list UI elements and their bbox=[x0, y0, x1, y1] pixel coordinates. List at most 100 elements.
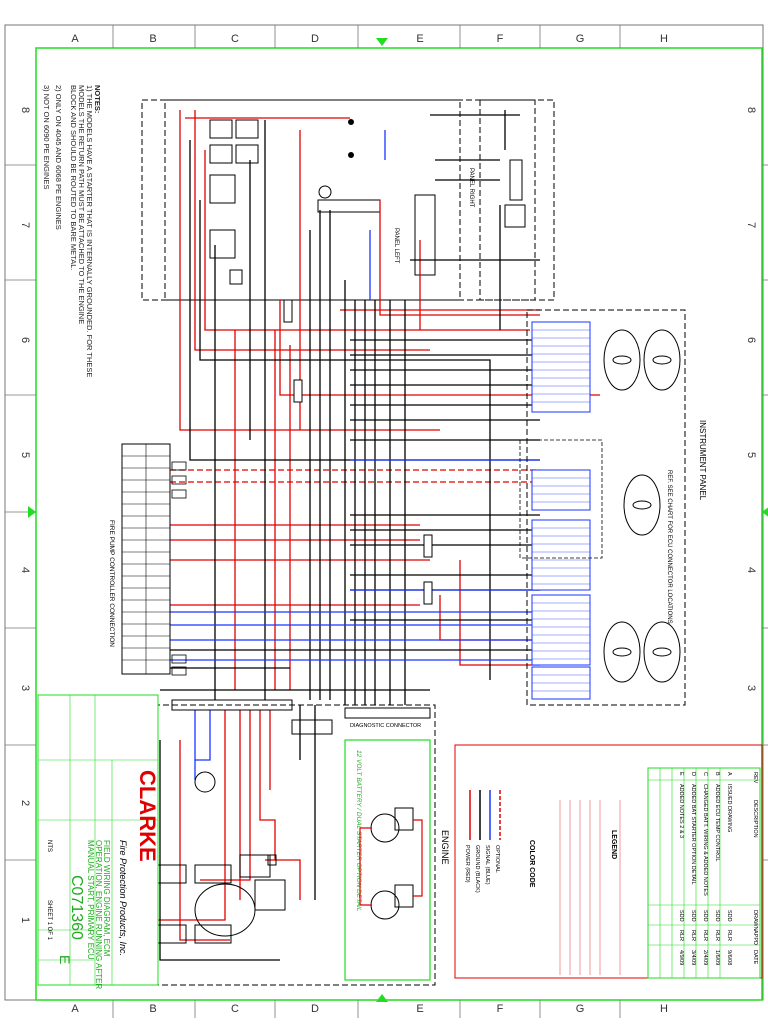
signal-wires bbox=[170, 130, 540, 780]
svg-text:4: 4 bbox=[745, 567, 757, 573]
title-line-1: FIELD WIRING DIAGRAM, ECM bbox=[102, 840, 111, 957]
svg-text:D: D bbox=[690, 772, 696, 776]
lamps bbox=[348, 119, 354, 158]
svg-text:ADDED NOTES 2 & 3: ADDED NOTES 2 & 3 bbox=[678, 784, 684, 838]
engine-lower-box bbox=[144, 704, 436, 986]
center-connectors bbox=[283, 299, 433, 605]
svg-text:8: 8 bbox=[745, 107, 757, 113]
scale-value: NTS bbox=[46, 840, 52, 852]
svg-text:RLR: RLR bbox=[702, 930, 708, 941]
diagnostic-connector bbox=[344, 707, 431, 719]
starter-components bbox=[149, 719, 333, 944]
svg-text:SDD: SDD bbox=[702, 910, 708, 922]
svg-text:4/9/09: 4/9/09 bbox=[678, 950, 684, 965]
svg-text:C: C bbox=[231, 33, 239, 45]
svg-text:SDD: SDD bbox=[678, 910, 684, 922]
svg-text:OPTIONAL: OPTIONAL bbox=[494, 845, 500, 873]
ref-note: REF. SEE CHART FOR ECU CONNECTOR LOCATIO… bbox=[666, 470, 672, 624]
svg-text:RLR: RLR bbox=[690, 930, 696, 941]
dual-starter-power bbox=[359, 819, 423, 906]
engine-label: ENGINE bbox=[440, 830, 450, 865]
svg-text:ISSUED DRAWING: ISSUED DRAWING bbox=[726, 784, 732, 832]
ecu-sub-box bbox=[519, 439, 603, 559]
inner-border-2 bbox=[35, 47, 763, 1001]
svg-text:A: A bbox=[71, 1003, 79, 1015]
centering-arrows bbox=[28, 38, 768, 1002]
svg-text:ADDED ECU TEMP CONTROL: ADDED ECU TEMP CONTROL bbox=[714, 784, 720, 861]
svg-text:5: 5 bbox=[19, 452, 31, 458]
svg-text:3/4/09: 3/4/09 bbox=[690, 950, 696, 965]
svg-text:1) THE MODELS HAVE A STARTER T: 1) THE MODELS HAVE A STARTER THAT IS INT… bbox=[85, 85, 94, 377]
svg-text:E: E bbox=[416, 1003, 423, 1015]
ecu-pin-lists bbox=[531, 321, 591, 700]
svg-text:A: A bbox=[71, 33, 79, 45]
instrument-panel-label: INSTRUMENT PANEL bbox=[698, 420, 707, 501]
svg-text:4: 4 bbox=[19, 567, 31, 573]
svg-text:1: 1 bbox=[19, 917, 31, 923]
svg-text:D: D bbox=[311, 1003, 319, 1015]
svg-text:9/6/08: 9/6/08 bbox=[726, 950, 732, 965]
panel-right-label: PANEL RIGHT bbox=[468, 168, 474, 208]
company-name: Fire Protection Products, Inc. bbox=[118, 840, 128, 956]
color-code-panel bbox=[454, 744, 763, 979]
svg-text:NOTES:: NOTES: bbox=[93, 85, 102, 113]
svg-text:SDD: SDD bbox=[714, 910, 720, 922]
svg-text:G: G bbox=[576, 33, 585, 45]
svg-text:DATE: DATE bbox=[752, 950, 758, 965]
drawing-number: C071360 bbox=[68, 875, 85, 940]
svg-text:DRAWN: DRAWN bbox=[752, 910, 758, 931]
svg-text:2/4/09: 2/4/09 bbox=[702, 950, 708, 965]
svg-text:7: 7 bbox=[19, 222, 31, 228]
ecu-connectors bbox=[603, 329, 681, 683]
svg-text:3: 3 bbox=[745, 685, 757, 691]
color-code-swatches: POWER (RED) GROUND (BLACK) SIGNAL (BLUE)… bbox=[464, 790, 501, 893]
notes-block: NOTES: 1) THE MODELS HAVE A STARTER THAT… bbox=[42, 85, 102, 377]
legend-lines bbox=[559, 800, 621, 975]
svg-text:E: E bbox=[416, 33, 423, 45]
sheet-value: SHEET 1 OF 1 bbox=[46, 900, 52, 941]
svg-text:C: C bbox=[702, 772, 708, 776]
svg-text:H: H bbox=[660, 33, 668, 45]
svg-text:2) ONLY ON 4045 AND 6068 PE EN: 2) ONLY ON 4045 AND 6068 PE ENGINES bbox=[54, 85, 63, 230]
svg-text:8: 8 bbox=[19, 107, 31, 113]
svg-text:RLR: RLR bbox=[714, 930, 720, 941]
column-letters-bottom: A B C D E F G H bbox=[71, 1003, 668, 1015]
svg-text:D: D bbox=[311, 33, 319, 45]
svg-text:B: B bbox=[149, 1003, 156, 1015]
color-code-title: COLOR CODE bbox=[528, 840, 535, 888]
svg-text:A: A bbox=[726, 772, 732, 776]
svg-text:B: B bbox=[149, 33, 156, 45]
revision-letter: E bbox=[57, 955, 73, 964]
svg-text:CHANGED BATT. WIRING & ADDED N: CHANGED BATT. WIRING & ADDED NOTES bbox=[702, 784, 708, 896]
svg-text:REV: REV bbox=[752, 772, 758, 784]
engine-inner-box bbox=[164, 99, 461, 301]
fuse-blocks bbox=[171, 461, 187, 676]
svg-text:F: F bbox=[497, 33, 504, 45]
column-letters-top: A B C D E F G H bbox=[71, 33, 668, 45]
dual-starter-label: 12 VOLT BATTERY / DUAL STARTER OPTION DE… bbox=[355, 750, 362, 912]
svg-text:RLR: RLR bbox=[678, 930, 684, 941]
svg-text:5: 5 bbox=[745, 452, 757, 458]
svg-text:B: B bbox=[714, 772, 720, 776]
revision-table: REV DESCRIPTION DRAWN APPD DATE A ISSUED… bbox=[647, 767, 761, 979]
fire-pump-label: FIRE PUMP CONTROLLER CONNECTION bbox=[108, 520, 115, 647]
svg-text:2: 2 bbox=[19, 800, 31, 806]
svg-text:G: G bbox=[576, 1003, 585, 1015]
svg-text:ADDED BAT STARTER OPTION DETAI: ADDED BAT STARTER OPTION DETAIL bbox=[690, 784, 696, 885]
diagnostic-label: DIAGNOSTIC CONNECTOR bbox=[350, 723, 421, 729]
engine-right-box bbox=[479, 99, 536, 301]
svg-text:C: C bbox=[231, 1003, 239, 1015]
svg-text:APPD: APPD bbox=[752, 930, 758, 945]
fire-pump-terminal-strip: FIRE PUMP CONTROLLER CONNECTION bbox=[108, 443, 171, 675]
svg-text:MODELS THE RETURN PATH MUST BE: MODELS THE RETURN PATH MUST BE ATTACHED … bbox=[77, 85, 86, 324]
title-block: CLARKE Fire Protection Products, Inc. FI… bbox=[37, 694, 160, 989]
clarke-logo: CLARKE bbox=[135, 770, 160, 862]
svg-text:6: 6 bbox=[19, 337, 31, 343]
svg-text:SDD: SDD bbox=[726, 910, 732, 922]
svg-text:POWER (RED): POWER (RED) bbox=[464, 845, 470, 883]
title-line-2: OPERATION, ENGINE RUNNING AFTER bbox=[94, 840, 103, 989]
svg-text:E: E bbox=[678, 772, 684, 776]
svg-text:BLOCK AND SHOULD BE ROUTED TO: BLOCK AND SHOULD BE ROUTED TO BARE METAL… bbox=[69, 85, 78, 270]
svg-text:1/6/09: 1/6/09 bbox=[714, 950, 720, 965]
